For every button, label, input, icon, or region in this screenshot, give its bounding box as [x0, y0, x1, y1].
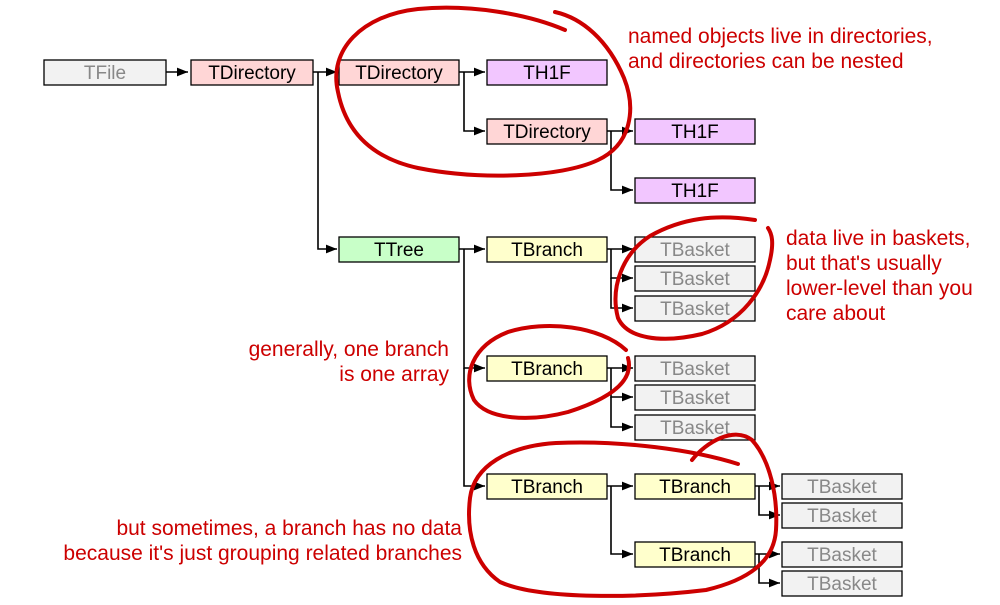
tdirectory-sub-node: TDirectory	[338, 59, 460, 86]
tbranch-label-2: TBranch	[511, 359, 583, 380]
tbasket-node-1a: TBasket	[634, 236, 756, 263]
th1f-node-3: TH1F	[634, 177, 756, 204]
tbasket-label-3a2: TBasket	[807, 506, 877, 527]
nodes: TFile TDirectory TDirectory TH1F TDirect…	[43, 59, 903, 597]
tbasket-node-2b: TBasket	[634, 384, 756, 411]
tfile-label: TFile	[84, 63, 126, 84]
note-grouping-line-1: but sometimes, a branch has no data	[116, 517, 462, 540]
tbasket-label-2a: TBasket	[660, 359, 730, 380]
th1f-node-1: TH1F	[486, 59, 608, 86]
edge-dir-ttree	[317, 72, 337, 254]
note-grouping-line-2: because it's just grouping related branc…	[63, 542, 462, 565]
tdirectory-root-label: TDirectory	[208, 63, 296, 84]
edge-branch3-branch3b	[610, 486, 633, 559]
tbasket-label-3b2: TBasket	[807, 574, 877, 595]
note-branch-array-line-2: is one array	[339, 363, 449, 386]
annotations: named objects live in directories, and d…	[63, 25, 972, 565]
tbranch-node-3: TBranch	[486, 473, 608, 500]
note-directories-line-2: and directories can be nested	[628, 50, 904, 73]
tbasket-node-3b2: TBasket	[781, 570, 903, 597]
tbranch-node-3a: TBranch	[634, 473, 756, 500]
note-branch-array-line-1: generally, one branch	[249, 338, 449, 361]
ttree-label: TTree	[374, 240, 424, 261]
tbasket-label-1c: TBasket	[660, 299, 730, 320]
tdirectory-nested-node: TDirectory	[486, 118, 608, 145]
tbasket-node-1b: TBasket	[634, 265, 756, 292]
tdirectory-sub-label: TDirectory	[355, 63, 443, 84]
tbranch-label-3a: TBranch	[659, 477, 731, 498]
tbasket-label-2c: TBasket	[660, 418, 730, 439]
tbranch-label-1: TBranch	[511, 240, 583, 261]
circle-baskets	[613, 215, 775, 341]
tbasket-node-3a1: TBasket	[781, 473, 903, 500]
note-baskets-line-1: data live in baskets,	[786, 227, 970, 250]
circle-grouping	[467, 432, 779, 598]
th1f-label-3: TH1F	[671, 181, 719, 202]
tbranch-label-3b: TBranch	[659, 545, 731, 566]
note-directories-line-1: named objects live in directories,	[628, 25, 933, 48]
edge-ttree-branch-3	[463, 368, 485, 491]
tbasket-node-3a2: TBasket	[781, 502, 903, 529]
tdirectory-root-node: TDirectory	[190, 59, 314, 86]
circle-directories	[334, 5, 633, 178]
circle-branch-array	[467, 324, 631, 420]
edge-branch1-basket-c	[610, 278, 633, 313]
edge-branch3b-basket-2	[758, 554, 780, 588]
tbranch-node-1: TBranch	[486, 236, 608, 263]
tbasket-node-2a: TBasket	[634, 355, 756, 382]
note-baskets-line-4: care about	[786, 302, 885, 325]
tbranch-node-2: TBranch	[486, 355, 608, 382]
tbranch-node-3b: TBranch	[634, 541, 756, 568]
note-baskets-line-2: but that's usually	[786, 252, 942, 275]
tbasket-label-3b1: TBasket	[807, 545, 877, 566]
tbranch-label-3: TBranch	[511, 477, 583, 498]
tbasket-label-1b: TBasket	[660, 269, 730, 290]
note-baskets-line-3: lower-level than you	[786, 277, 973, 300]
tbasket-label-1a: TBasket	[660, 240, 730, 261]
th1f-label-1: TH1F	[523, 63, 571, 84]
edge-branch2-basket-c	[610, 397, 633, 432]
th1f-node-2: TH1F	[634, 118, 756, 145]
th1f-label-2: TH1F	[671, 122, 719, 143]
tbasket-label-2b: TBasket	[660, 388, 730, 409]
tbasket-label-3a1: TBasket	[807, 477, 877, 498]
tbasket-node-3b1: TBasket	[781, 541, 903, 568]
edge-subdir-nested	[463, 72, 485, 136]
ttree-node: TTree	[338, 236, 460, 263]
edge-branch3a-basket-2	[758, 486, 780, 520]
connectors	[166, 67, 780, 588]
tdirectory-nested-label: TDirectory	[503, 122, 591, 143]
hand-drawn-highlights	[334, 5, 779, 598]
tfile-node: TFile	[43, 59, 167, 86]
